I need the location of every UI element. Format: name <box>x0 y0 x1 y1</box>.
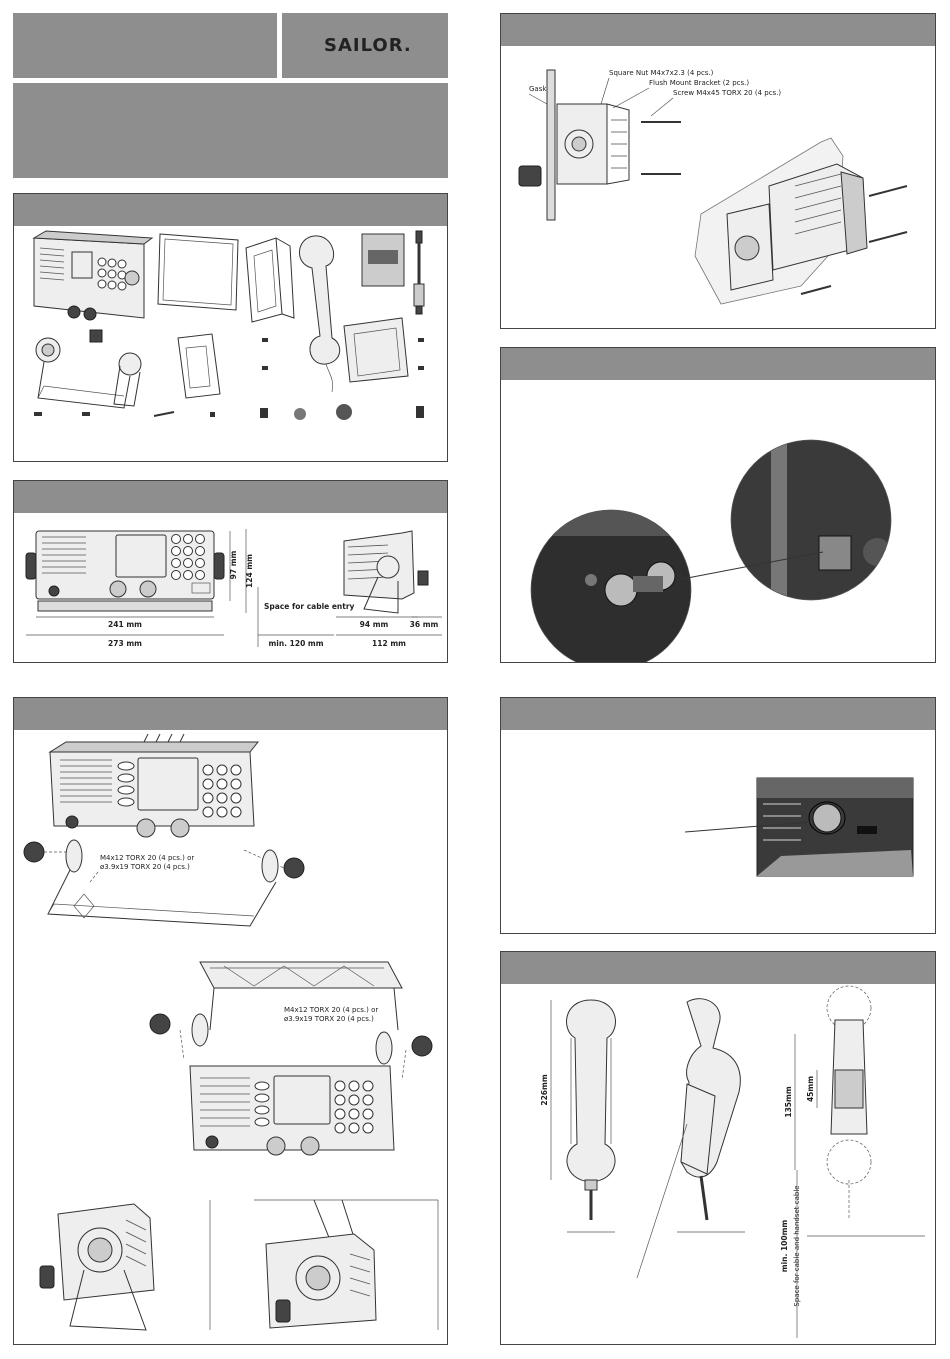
overhead-unit <box>189 1065 395 1156</box>
connector-illustration <box>530 439 892 662</box>
left-knob-drawing <box>23 841 45 863</box>
cable-space-text: Space for cable and handset cable <box>793 1185 801 1306</box>
cradle-height: 135mm <box>784 1086 793 1117</box>
panel-connectors <box>500 347 936 663</box>
bracket-label: Flush Mount Bracket (2 pcs.) <box>649 79 749 87</box>
panel-header-bar <box>14 481 447 513</box>
desk-screw-label-1: M4x12 TORX 20 (4 pcs.) or <box>100 854 194 862</box>
panel-dimensions: 97 mm 124 mm 241 mm 273 mm Space for cab… <box>13 480 448 663</box>
overhead-screw-label-2: ø3.9x19 TORX 20 (4 pcs.) <box>284 1015 374 1023</box>
dim-depth-112: 112 mm <box>372 639 406 648</box>
min-space: min. 100mm <box>780 1220 789 1273</box>
handset-dimension-drawing: 226mm 45mm 135mm min. 100mm Space for ca… <box>540 985 925 1338</box>
dim-min-120: min. 120 mm <box>268 639 323 648</box>
desk-mount-unit <box>48 733 260 838</box>
panel-header-bar <box>501 698 935 730</box>
cradle-width: 45mm <box>806 1076 815 1102</box>
dim-height-97: 97 mm <box>229 550 238 579</box>
mounting-illustration: M4x12 TORX 20 (4 pcs.) or ø3.9x19 TORX 2… <box>23 733 439 1331</box>
handset-side-view <box>680 998 741 1221</box>
flush-mount-illustration: Gasket Square Nut M4x7x2.3 (4 pcs.) Flus… <box>518 69 908 305</box>
panel-flush-mount: Gasket Square Nut M4x7x2.3 (4 pcs.) Flus… <box>500 13 936 329</box>
cradle-drawing <box>343 317 409 383</box>
dim-width-241: 241 mm <box>108 620 142 629</box>
small-parts-drawing <box>34 338 424 420</box>
overhead-bracket-drawing <box>199 961 403 1031</box>
connector-closeup-left <box>531 510 691 662</box>
header-subtitle-box <box>13 83 448 178</box>
dim-width-273: 273 mm <box>108 639 142 648</box>
panel-header-bar <box>14 194 447 226</box>
panel-header-bar <box>14 698 447 730</box>
handset-drawing <box>299 235 341 393</box>
header-logo-box: SAILOR. <box>282 13 448 78</box>
dim-height-124: 124 mm <box>245 554 254 588</box>
cable-drawing <box>413 230 425 315</box>
mounting-bracket-drawing <box>35 329 142 409</box>
overhead-left-knob <box>149 1013 171 1035</box>
side-view-desk <box>39 1200 211 1331</box>
dimension-drawing: 97 mm 124 mm 241 mm 273 mm Space for cab… <box>25 529 442 648</box>
front-view-unit <box>25 530 225 612</box>
ground-photo <box>684 777 914 877</box>
radio-unit-drawing <box>32 230 154 321</box>
booklet-drawing <box>361 233 405 287</box>
side-view-unit <box>343 530 429 614</box>
panel-package-contents <box>13 193 448 462</box>
side-view-overhead <box>254 1199 439 1330</box>
overhead-right-knob <box>411 1035 433 1057</box>
panel-header-bar <box>501 952 935 984</box>
dim-depth-94: 94 mm <box>360 620 389 629</box>
screw-label: Screw M4x45 TORX 20 (4 pcs.) <box>673 89 781 97</box>
dim-depth-36: 36 mm <box>410 620 439 629</box>
overhead-screw-label-1: M4x12 TORX 20 (4 pcs.) or <box>284 1006 378 1014</box>
gasket-frame-drawing <box>157 233 239 311</box>
gasket-label: Gasket <box>529 85 553 93</box>
panel-handset: 226mm 45mm 135mm min. 100mm Space for ca… <box>500 951 936 1345</box>
panel-mounting: M4x12 TORX 20 (4 pcs.) or ø3.9x19 TORX 2… <box>13 697 448 1345</box>
desk-screw-label-2: ø3.9x19 TORX 20 (4 pcs.) <box>100 863 190 871</box>
handset-front-view <box>566 999 616 1220</box>
connector-closeup-right <box>731 440 891 600</box>
package-contents-illustration <box>32 230 425 420</box>
bracket-drawing <box>245 237 295 323</box>
flush-unit-iso <box>694 137 908 305</box>
flush-screws <box>641 121 681 175</box>
right-knob-drawing <box>283 857 305 879</box>
desk-bracket-drawing <box>47 839 279 927</box>
panel-header-bar <box>501 14 935 46</box>
small-bracket-drawing <box>177 333 221 399</box>
cradle-side-view <box>826 985 872 1220</box>
sailor-logo: SAILOR. <box>324 35 412 56</box>
handset-length: 226mm <box>540 1074 549 1105</box>
header-title-box <box>13 13 277 78</box>
panel-header-bar <box>501 348 935 380</box>
flush-unit-side <box>518 103 630 187</box>
square-nut-label: Square Nut M4x7x2.3 (4 pcs.) <box>609 69 714 77</box>
panel-ground <box>500 697 936 934</box>
cable-space-label: Space for cable entry <box>264 602 355 611</box>
